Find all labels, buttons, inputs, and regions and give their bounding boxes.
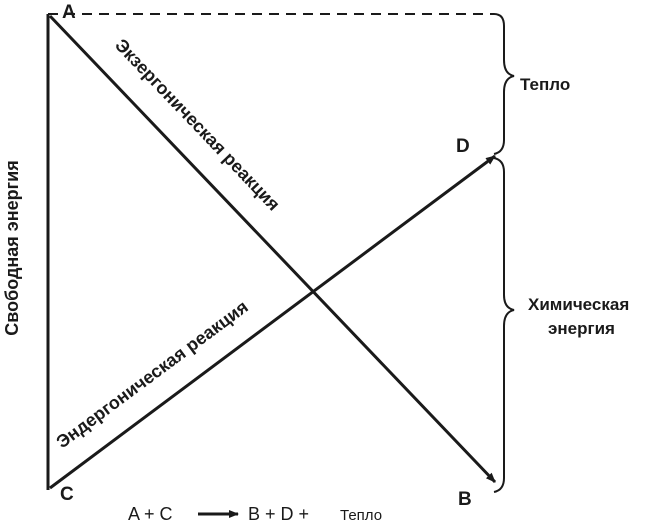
equation-rhs: B + D + xyxy=(248,504,309,524)
chemical-energy-label-line2: энергия xyxy=(548,319,615,338)
chemical-energy-brace xyxy=(493,157,515,493)
heat-brace xyxy=(493,13,515,155)
endergonic-reaction-label: Эндергоническая реакция xyxy=(52,296,251,452)
point-d-label: D xyxy=(456,136,470,157)
point-c-label: C xyxy=(60,484,74,505)
heat-label: Тепло xyxy=(520,75,570,94)
exergonic-reaction-label: Экзергоническая реакция xyxy=(111,35,284,214)
y-axis-label: Свободная энергия xyxy=(2,160,22,335)
exergonic-arrow xyxy=(48,14,497,484)
point-a-label: A xyxy=(62,2,76,23)
endergonic-arrow xyxy=(49,154,496,490)
point-b-label: B xyxy=(458,489,472,510)
equation-lhs: A + C xyxy=(128,504,173,524)
chemical-energy-label-line1: Химическая xyxy=(528,295,629,314)
equation-heat: Тепло xyxy=(340,507,382,524)
